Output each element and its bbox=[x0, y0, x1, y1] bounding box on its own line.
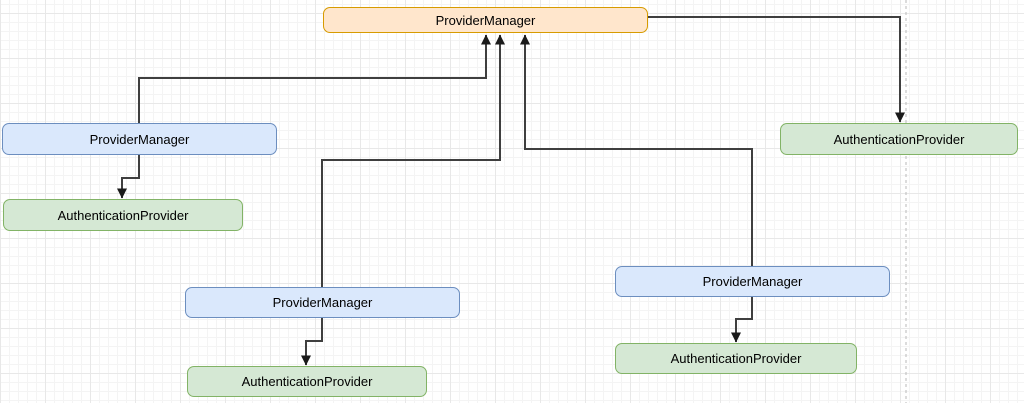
node-label: AuthenticationProvider bbox=[670, 351, 802, 366]
node-provider-manager-top[interactable]: ProviderManager bbox=[323, 7, 648, 33]
edge-provider-manager-middle-to-authentication-provider-middle[interactable] bbox=[301, 318, 323, 366]
edge-provider-manager-left-to-provider-manager-top[interactable] bbox=[138, 34, 491, 123]
node-authentication-provider-middle[interactable]: AuthenticationProvider bbox=[187, 366, 427, 397]
node-label: ProviderManager bbox=[702, 274, 803, 289]
edge-provider-manager-right-to-authentication-provider-right-bottom[interactable] bbox=[731, 297, 753, 343]
node-label: AuthenticationProvider bbox=[57, 207, 189, 223]
node-label: ProviderManager bbox=[435, 12, 536, 28]
node-authentication-provider-left[interactable]: AuthenticationProvider bbox=[3, 199, 243, 231]
node-provider-manager-left[interactable]: ProviderManager bbox=[2, 123, 277, 155]
edge-provider-manager-top-to-authentication-provider-right-top[interactable] bbox=[648, 16, 905, 123]
node-provider-manager-middle[interactable]: ProviderManager bbox=[185, 287, 460, 318]
node-authentication-provider-right-top[interactable]: AuthenticationProvider bbox=[780, 123, 1018, 155]
node-authentication-provider-right-bottom[interactable]: AuthenticationProvider bbox=[615, 343, 857, 374]
edge-provider-manager-middle-to-provider-manager-top[interactable] bbox=[321, 34, 505, 287]
edge-provider-manager-left-to-authentication-provider-left[interactable] bbox=[117, 155, 140, 199]
node-label: ProviderManager bbox=[272, 295, 373, 310]
node-label: AuthenticationProvider bbox=[241, 374, 373, 389]
node-label: ProviderManager bbox=[89, 131, 190, 147]
node-provider-manager-right[interactable]: ProviderManager bbox=[615, 266, 890, 297]
node-label: AuthenticationProvider bbox=[833, 131, 965, 147]
edge-provider-manager-right-to-provider-manager-top[interactable] bbox=[520, 34, 753, 266]
